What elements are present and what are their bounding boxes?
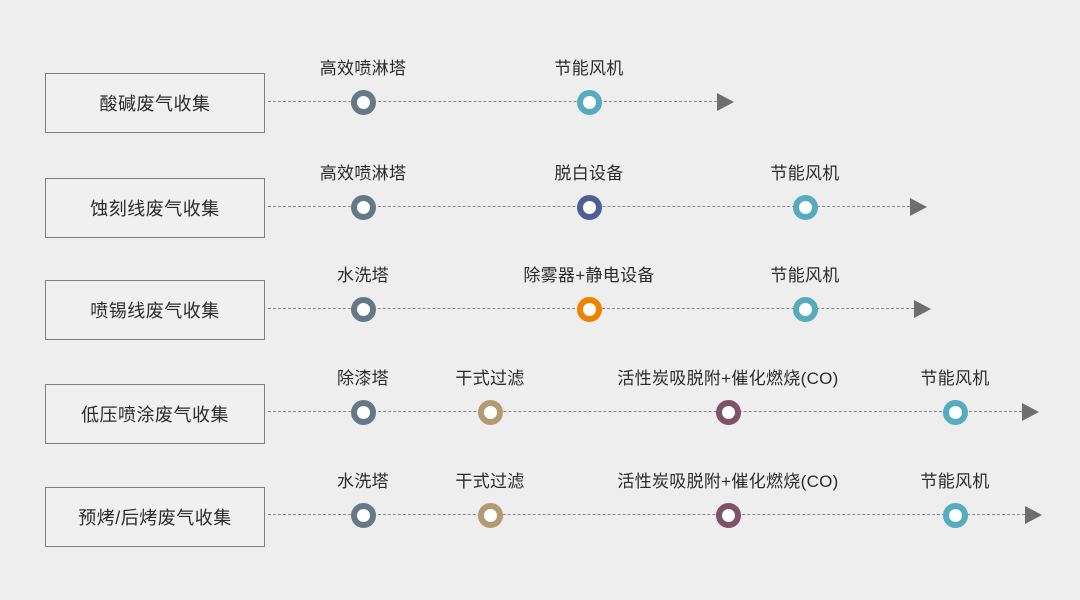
flow-connector-line (268, 514, 1025, 515)
process-node-label: 水洗塔 (337, 266, 389, 285)
process-node[interactable] (576, 194, 602, 220)
process-node-label: 水洗塔 (337, 472, 389, 491)
process-node-label: 节能风机 (920, 369, 990, 388)
process-node[interactable] (715, 399, 741, 425)
process-node[interactable] (350, 399, 376, 425)
process-node[interactable] (350, 296, 376, 322)
process-node-label: 高效喷淋塔 (319, 59, 407, 78)
process-node[interactable] (792, 296, 818, 322)
source-box-label: 酸碱废气收集 (99, 94, 211, 114)
process-node-label: 除雾器+静电设备 (523, 266, 655, 285)
flow-arrow-head-icon (914, 300, 931, 318)
source-box[interactable]: 酸碱废气收集 (45, 73, 265, 133)
process-node-label: 干式过滤 (455, 472, 525, 491)
source-box[interactable]: 喷锡线废气收集 (45, 280, 265, 340)
flow-connector-line (268, 411, 1022, 412)
process-node-label: 活性炭吸脱附+催化燃烧(CO) (617, 369, 839, 388)
process-node-label: 节能风机 (920, 472, 990, 491)
process-node[interactable] (477, 399, 503, 425)
process-node[interactable] (477, 502, 503, 528)
process-node[interactable] (715, 502, 741, 528)
flow-arrow-head-icon (1025, 506, 1042, 524)
process-node[interactable] (942, 399, 968, 425)
process-node-label: 干式过滤 (455, 369, 525, 388)
source-box[interactable]: 蚀刻线废气收集 (45, 178, 265, 238)
process-node[interactable] (350, 194, 376, 220)
process-node[interactable] (942, 502, 968, 528)
flow-arrow-head-icon (910, 198, 927, 216)
process-node-label: 除漆塔 (337, 369, 389, 388)
process-node[interactable] (576, 296, 602, 322)
flow-arrow-head-icon (717, 93, 734, 111)
process-node[interactable] (792, 194, 818, 220)
flow-arrow-head-icon (1022, 403, 1039, 421)
process-node-label: 节能风机 (554, 59, 624, 78)
process-node-label: 高效喷淋塔 (319, 164, 407, 183)
source-box[interactable]: 预烤/后烤废气收集 (45, 487, 265, 547)
source-box[interactable]: 低压喷涂废气收集 (45, 384, 265, 444)
source-box-label: 喷锡线废气收集 (90, 301, 220, 321)
flow-connector-line (268, 101, 717, 102)
process-node-label: 活性炭吸脱附+催化燃烧(CO) (617, 472, 839, 491)
process-node-label: 节能风机 (770, 266, 840, 285)
process-node[interactable] (350, 89, 376, 115)
source-box-label: 预烤/后烤废气收集 (78, 508, 232, 528)
source-box-label: 蚀刻线废气收集 (90, 199, 220, 219)
process-node[interactable] (576, 89, 602, 115)
process-node-label: 节能风机 (770, 164, 840, 183)
source-box-label: 低压喷涂废气收集 (81, 405, 229, 425)
process-node-label: 脱白设备 (554, 164, 624, 183)
process-node[interactable] (350, 502, 376, 528)
